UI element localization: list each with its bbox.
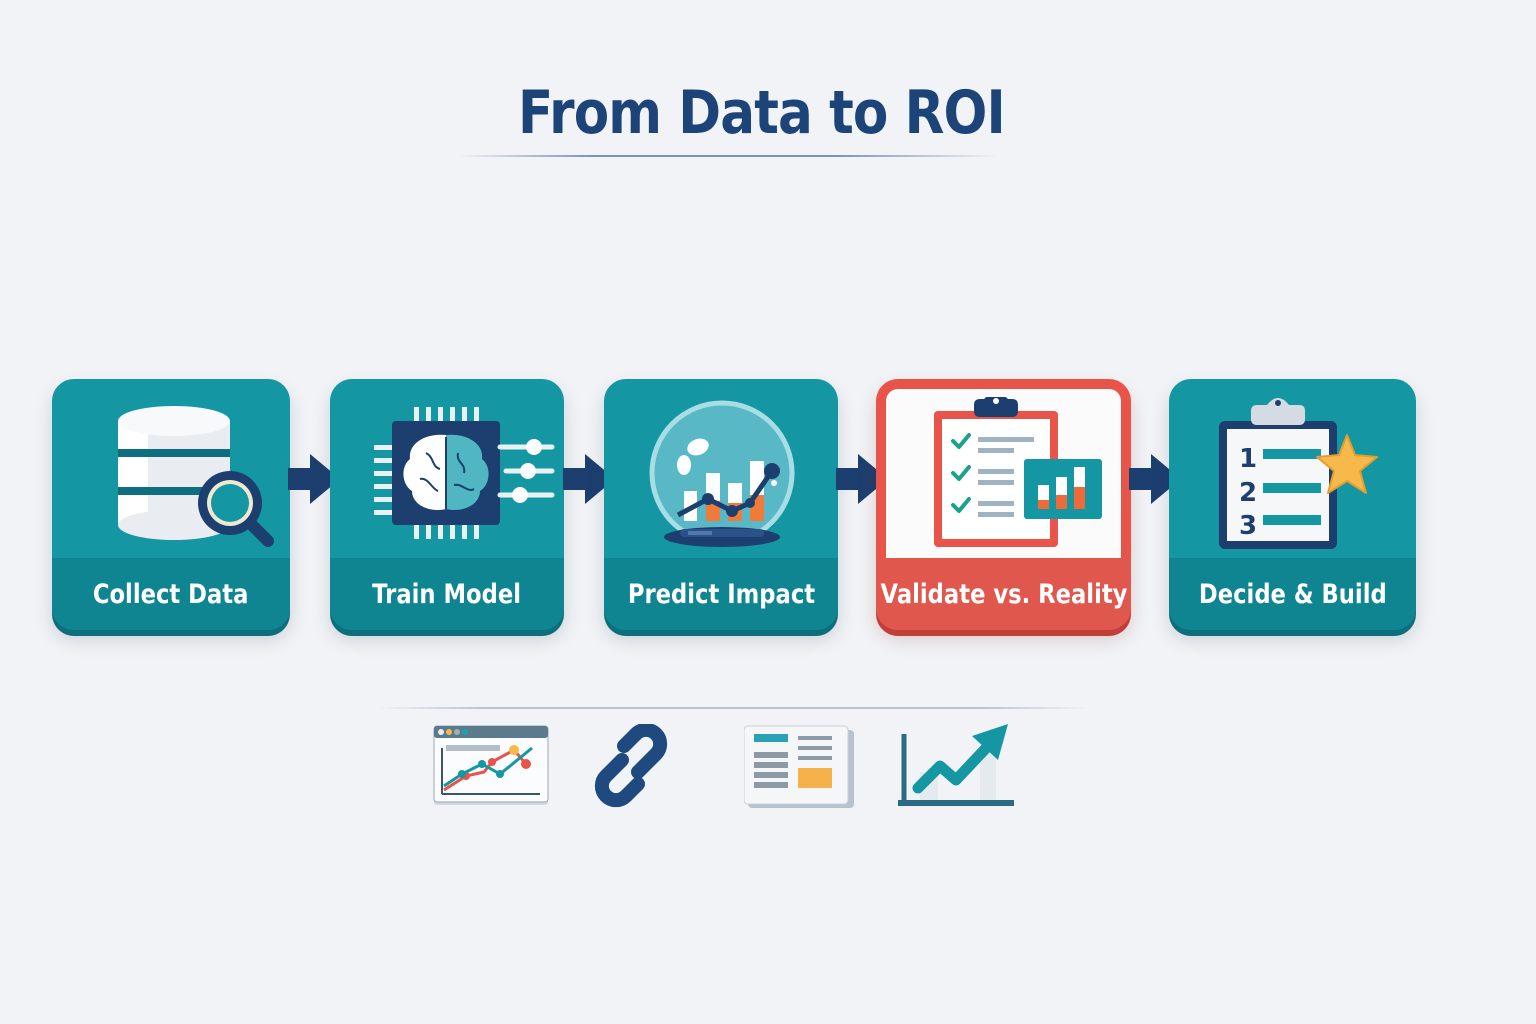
title-underline	[458, 155, 998, 157]
step-label-band: Collect Data	[52, 558, 290, 630]
crystal-ball-chart-icon	[604, 397, 838, 557]
step-card-train-model: Train Model	[330, 379, 564, 630]
checklist-clipboard-chart-icon	[876, 397, 1131, 557]
step-label: Collect Data	[93, 578, 249, 610]
bottom-divider	[378, 707, 1088, 709]
growth-trend-arrow-icon	[898, 724, 1014, 806]
arrow-right-icon	[288, 454, 340, 504]
database-search-icon	[52, 397, 290, 557]
step-card-decide-and-build: 1 2 3 Decide & Build	[1169, 379, 1416, 630]
link-icon	[594, 724, 668, 808]
step-label: Decide & Build	[1198, 578, 1387, 610]
arrow-right-icon	[1129, 454, 1181, 504]
arrow-right-icon	[563, 454, 615, 504]
numbered-clipboard-star-icon: 1 2 3	[1169, 397, 1416, 557]
report-document-icon	[744, 725, 854, 808]
step-label-band: Decide & Build	[1169, 558, 1416, 630]
step-label-band: Validate vs. Reality	[876, 558, 1131, 630]
page-title: From Data to ROI	[518, 78, 1006, 148]
step-label: Train Model	[372, 578, 522, 610]
svg-text:3: 3	[1239, 511, 1257, 541]
step-card-collect-data: Collect Data	[52, 379, 290, 630]
svg-text:2: 2	[1239, 478, 1257, 508]
svg-text:1: 1	[1239, 444, 1257, 474]
step-label: Validate vs. Reality	[880, 578, 1127, 610]
step-card-predict-impact: Predict Impact	[604, 379, 838, 630]
dashboard-line-chart-icon	[433, 725, 549, 805]
arrow-right-icon	[836, 454, 888, 504]
step-label-band: Train Model	[330, 558, 564, 630]
step-label: Predict Impact	[627, 578, 815, 610]
step-label-band: Predict Impact	[604, 558, 838, 630]
brain-chip-icon	[330, 397, 564, 557]
step-card-validate-vs-reality: Validate vs. Reality	[876, 379, 1131, 630]
